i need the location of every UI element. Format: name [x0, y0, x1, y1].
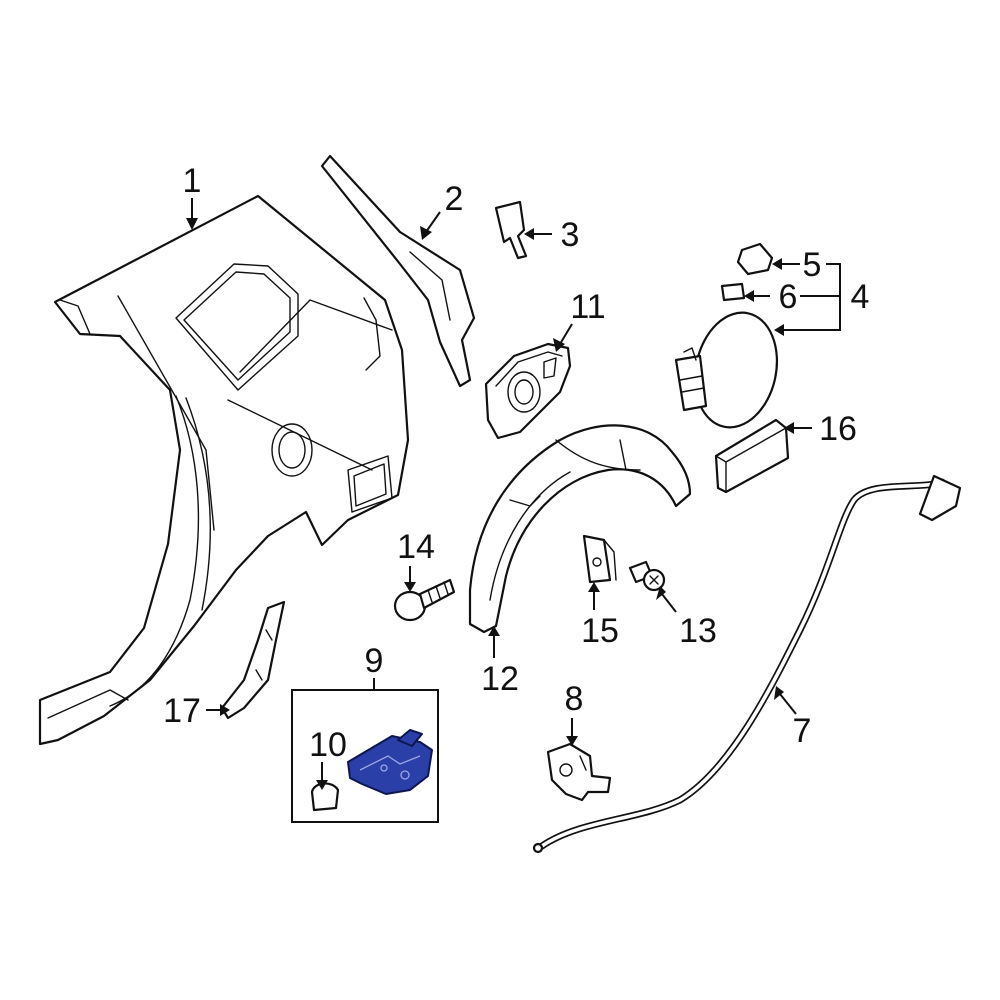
callout-13: 13: [679, 612, 717, 650]
callout-15: 15: [581, 612, 619, 650]
callout-8: 8: [565, 680, 584, 718]
callout-11: 11: [570, 288, 605, 326]
part-13-screw: [628, 560, 666, 592]
part-4-fuel-door: [674, 311, 779, 429]
callout-1: 1: [183, 162, 202, 200]
callout-4: 4: [851, 278, 870, 316]
inset-box-9: [291, 689, 439, 823]
part-11-fuel-filler-housing: [484, 342, 572, 440]
part-1-quarter-panel: [38, 194, 410, 746]
part-12-wheel-liner: [468, 424, 692, 634]
callout-16: 16: [819, 410, 857, 448]
callout-12: 12: [481, 660, 519, 698]
part-17-reinforcement: [220, 600, 286, 720]
leader-lines: [186, 198, 841, 790]
callout-17: 17: [163, 692, 201, 730]
part-2-pillar-trim: [320, 154, 476, 388]
callout-labels: 1 2 3 11 5 6 4 16 14 15 13 12 17 9 10 8 …: [163, 162, 869, 764]
callout-10: 10: [309, 726, 347, 764]
callout-5: 5: [803, 246, 822, 284]
part-9-hinge-highlighted: [347, 729, 433, 795]
callout-3: 3: [561, 216, 580, 254]
part-10-cap: [310, 782, 340, 812]
callout-6: 6: [779, 278, 798, 316]
callout-7: 7: [793, 712, 812, 750]
part-8-actuator: [546, 742, 612, 802]
callout-2: 2: [445, 180, 464, 218]
part-3-bracket: [494, 200, 528, 260]
part-7-release-cable: [532, 474, 962, 854]
part-5-cap: [736, 242, 774, 276]
part-16-pad: [714, 418, 790, 494]
part-14-bolt: [393, 578, 456, 622]
part-15-clip: [582, 534, 617, 584]
part-6-gasket: [720, 282, 746, 302]
callout-14: 14: [397, 528, 435, 566]
callout-9: 9: [365, 642, 384, 680]
